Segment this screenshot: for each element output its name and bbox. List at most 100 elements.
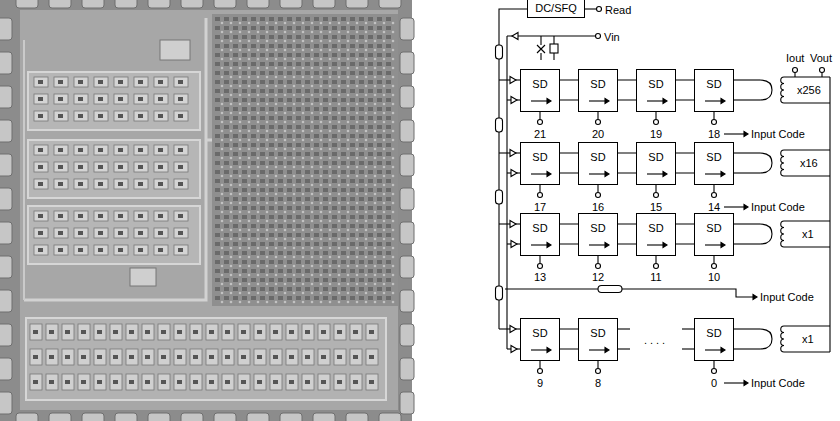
array-via bbox=[293, 85, 296, 88]
bond-pad bbox=[280, 413, 302, 421]
wire bbox=[784, 102, 830, 103]
pin-terminal bbox=[538, 264, 543, 269]
array-via bbox=[392, 184, 395, 187]
pin-terminal bbox=[538, 193, 543, 198]
array-cell bbox=[350, 71, 355, 75]
array-cell bbox=[350, 125, 355, 129]
array-via bbox=[275, 292, 278, 295]
array-cell bbox=[296, 80, 301, 84]
array-cell bbox=[233, 17, 238, 21]
array-cell bbox=[269, 53, 274, 57]
junction bbox=[98, 165, 103, 169]
circuit-cell bbox=[302, 324, 314, 340]
array-via bbox=[347, 31, 350, 34]
array-via bbox=[356, 247, 359, 250]
arrow-head bbox=[721, 243, 725, 248]
array-via bbox=[266, 139, 269, 142]
circuit-cell bbox=[74, 179, 88, 189]
array-cell bbox=[278, 242, 283, 246]
pin-terminal bbox=[712, 193, 717, 198]
junction bbox=[209, 330, 214, 334]
array-cell bbox=[287, 125, 292, 129]
array-cell bbox=[377, 269, 382, 273]
array-cell bbox=[224, 35, 229, 39]
bond-pad bbox=[181, 0, 203, 8]
array-via bbox=[284, 139, 287, 142]
array-via bbox=[320, 121, 323, 124]
array-via bbox=[221, 202, 224, 205]
array-cell bbox=[269, 269, 274, 273]
array-via bbox=[257, 67, 260, 70]
array-cell bbox=[359, 287, 364, 291]
array-via bbox=[248, 157, 251, 160]
delay-symbol bbox=[598, 286, 622, 293]
array-via bbox=[302, 184, 305, 187]
array-via bbox=[347, 85, 350, 88]
array-via bbox=[320, 184, 323, 187]
array-via bbox=[221, 292, 224, 295]
junction bbox=[78, 248, 83, 252]
array-via bbox=[284, 58, 287, 61]
array-cell bbox=[296, 116, 301, 120]
array-cell bbox=[278, 71, 283, 75]
pin-terminal bbox=[538, 369, 543, 374]
array-via bbox=[329, 67, 332, 70]
array-cell bbox=[377, 35, 382, 39]
array-via bbox=[221, 166, 224, 169]
array-via bbox=[221, 94, 224, 97]
array-cell bbox=[296, 242, 301, 246]
array-cell bbox=[269, 80, 274, 84]
array-via bbox=[311, 256, 314, 259]
array-cell bbox=[233, 35, 238, 39]
array-cell bbox=[305, 269, 310, 273]
array-via bbox=[221, 130, 224, 133]
array-via bbox=[374, 85, 377, 88]
circuit-cell bbox=[366, 374, 378, 390]
array-via bbox=[311, 40, 314, 43]
array-cell bbox=[215, 287, 220, 291]
array-via bbox=[266, 220, 269, 223]
array-via bbox=[365, 85, 368, 88]
junction bbox=[193, 355, 198, 359]
array-cell bbox=[305, 116, 310, 120]
junction bbox=[209, 355, 214, 359]
array-cell bbox=[269, 260, 274, 264]
array-cell bbox=[233, 242, 238, 246]
array-cell bbox=[224, 179, 229, 183]
wire bbox=[784, 175, 830, 176]
circuit-cell bbox=[34, 211, 48, 221]
array-via bbox=[293, 148, 296, 151]
pin-lead bbox=[713, 361, 714, 369]
array-via bbox=[266, 40, 269, 43]
array-cell bbox=[386, 206, 391, 210]
array-via bbox=[230, 58, 233, 61]
pin-lead bbox=[539, 112, 540, 120]
array-via bbox=[266, 238, 269, 241]
array-via bbox=[374, 157, 377, 160]
junction bbox=[225, 330, 230, 334]
array-via bbox=[320, 148, 323, 151]
pin-lead bbox=[539, 361, 540, 369]
array-cell bbox=[377, 179, 382, 183]
junction bbox=[38, 165, 43, 169]
circuit-cell bbox=[78, 349, 90, 365]
array-cell bbox=[242, 170, 247, 174]
array-cell bbox=[377, 143, 382, 147]
array-cell bbox=[368, 161, 373, 165]
array-cell bbox=[215, 188, 220, 192]
array-cell bbox=[251, 53, 256, 57]
array-cell bbox=[215, 134, 220, 138]
chip-photo bbox=[0, 0, 414, 421]
array-cell bbox=[341, 80, 346, 84]
array-cell bbox=[350, 197, 355, 201]
junction bbox=[58, 182, 63, 186]
shift-register-box: SD bbox=[578, 213, 618, 256]
array-cell bbox=[377, 233, 382, 237]
array-via bbox=[383, 121, 386, 124]
array-cell bbox=[368, 170, 373, 174]
array-cell bbox=[314, 17, 319, 21]
array-cell bbox=[278, 251, 283, 255]
circuit-cell bbox=[134, 94, 148, 104]
array-cell bbox=[332, 233, 337, 237]
array-cell bbox=[314, 188, 319, 192]
